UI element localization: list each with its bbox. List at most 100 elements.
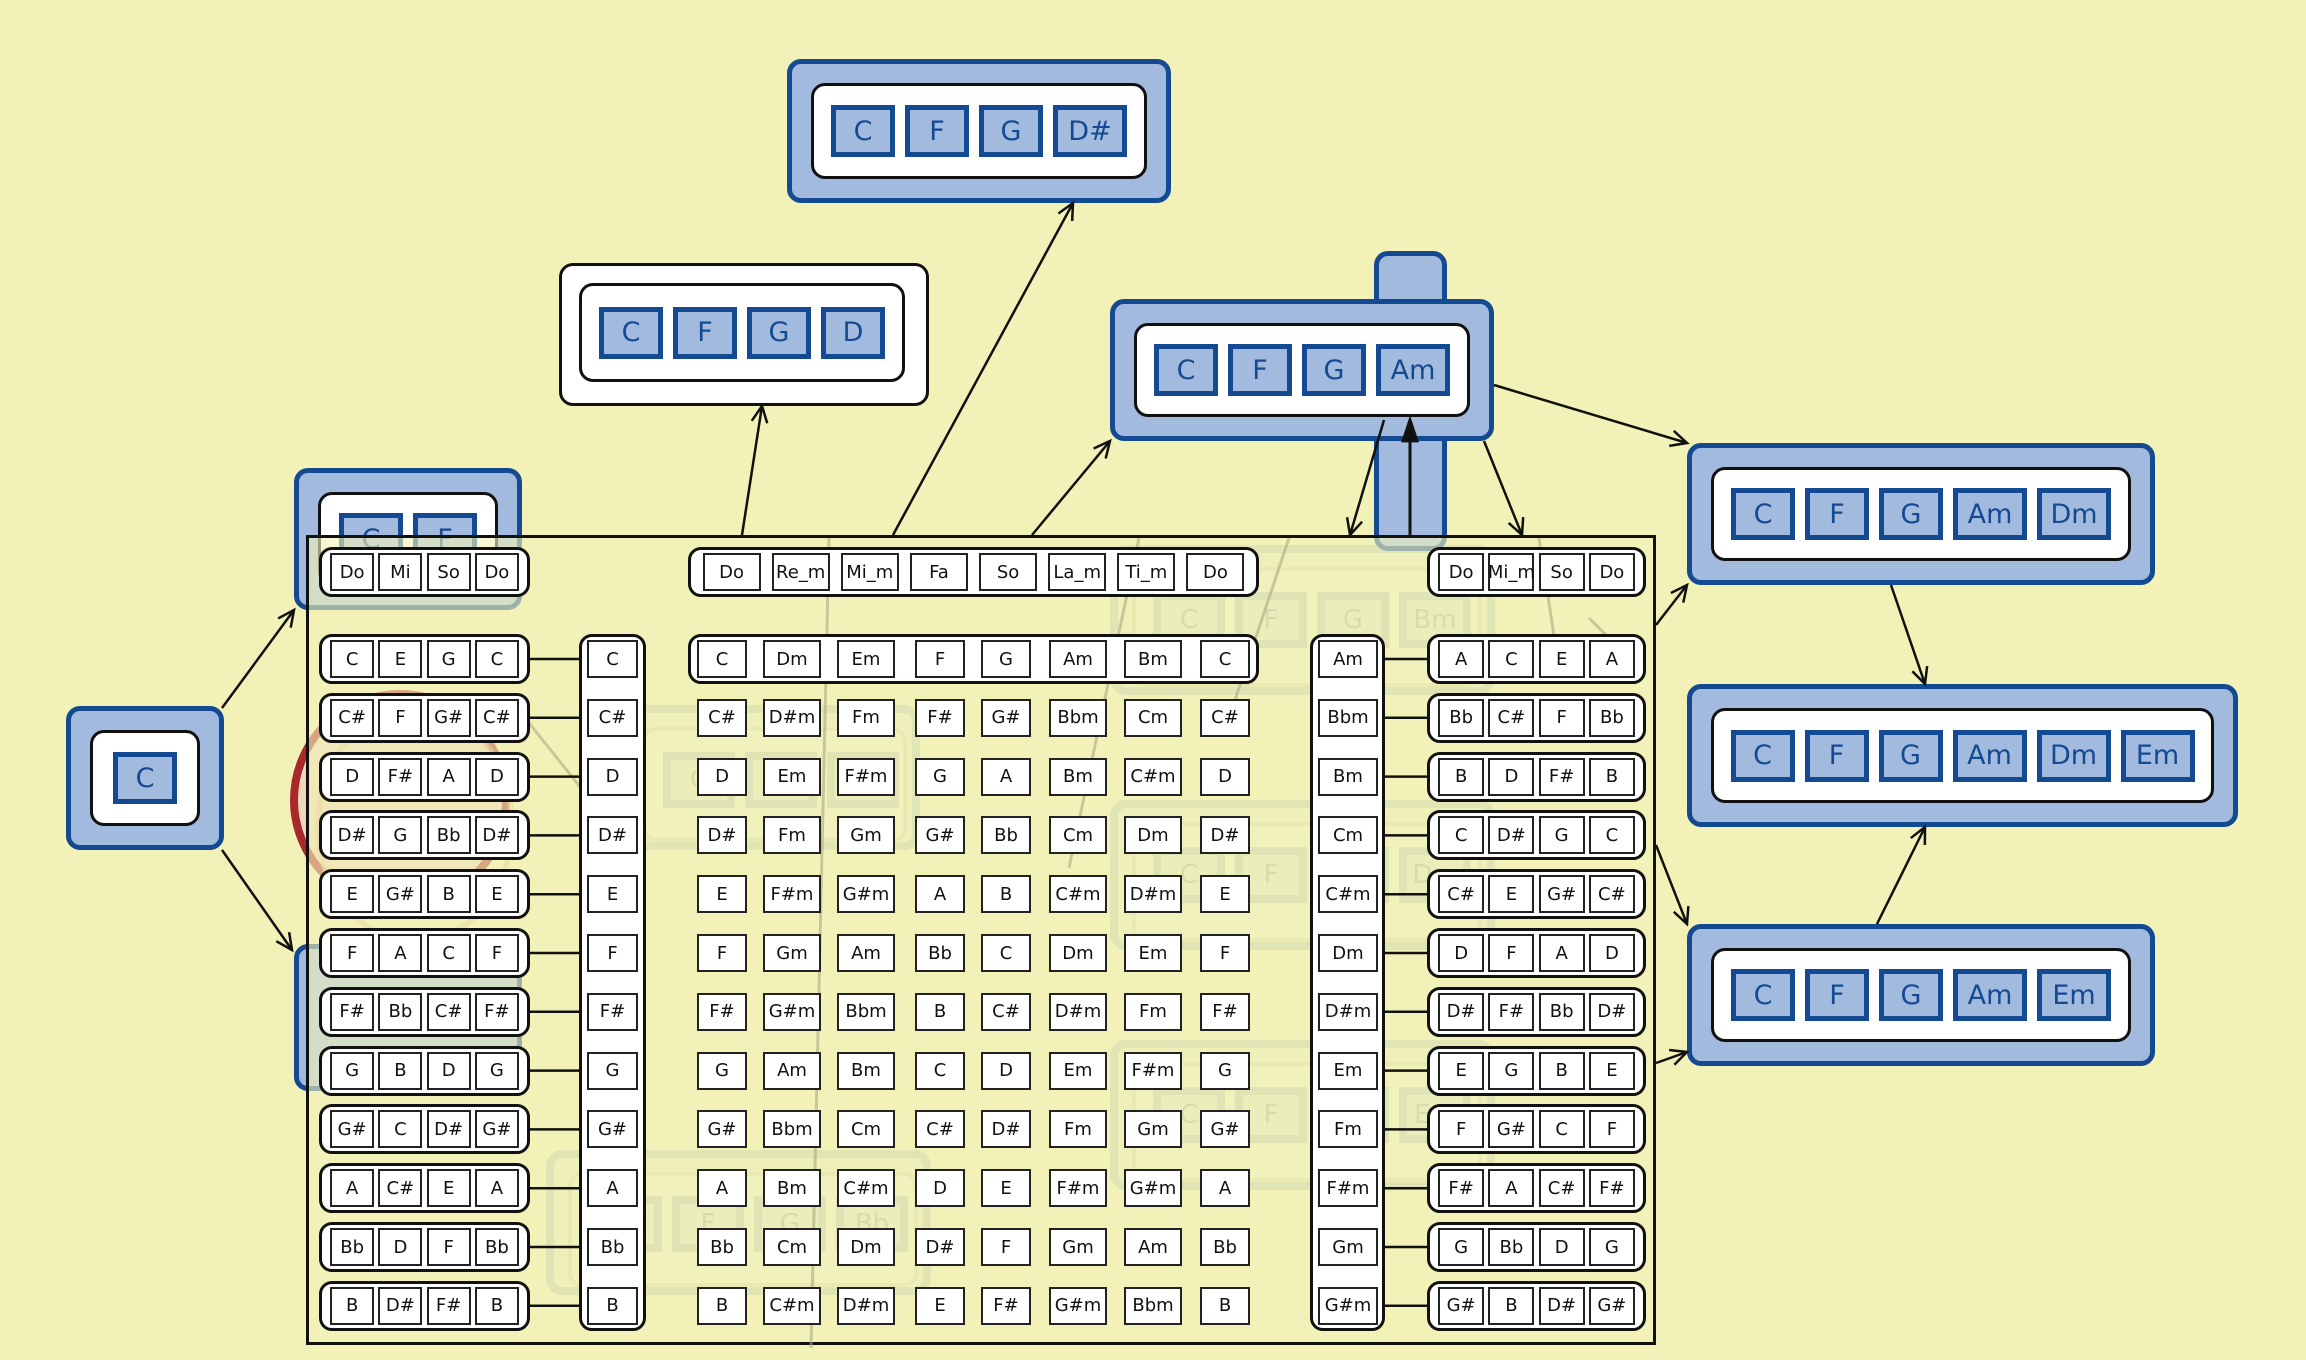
diatonic-chord-cell[interactable]: D xyxy=(915,1169,965,1208)
diatonic-chord-cell[interactable]: E xyxy=(1200,875,1250,914)
diatonic-chord-cell[interactable]: Em xyxy=(1124,934,1182,972)
note-cell[interactable]: A xyxy=(330,1169,375,1208)
note-cell[interactable]: Fa xyxy=(909,553,968,591)
diatonic-chord-cell[interactable]: Bbm xyxy=(763,1110,821,1149)
diatonic-chord-cell[interactable]: D xyxy=(981,1051,1031,1090)
chord-chip[interactable]: Em xyxy=(2037,969,2111,1021)
diatonic-chord-cell[interactable]: F# xyxy=(1200,992,1250,1031)
note-cell[interactable]: E xyxy=(426,1169,471,1208)
diatonic-chord-cell[interactable]: C xyxy=(915,1051,965,1090)
diatonic-chord-cell[interactable]: F# xyxy=(697,992,747,1031)
note-cell[interactable]: F# xyxy=(378,757,423,796)
major-root-cell[interactable]: C xyxy=(587,640,638,678)
diatonic-chord-cell[interactable]: Bbm xyxy=(1124,1286,1182,1325)
diatonic-chord-cell[interactable]: C# xyxy=(915,1110,965,1149)
diatonic-chord-cell[interactable]: G#m xyxy=(837,875,895,914)
diatonic-chord-cell[interactable]: D#m xyxy=(1049,992,1107,1031)
diatonic-chord-cell[interactable]: D xyxy=(1200,757,1250,796)
chord-chip[interactable]: G xyxy=(747,306,811,359)
note-cell[interactable]: C xyxy=(1438,816,1485,855)
note-cell[interactable]: B xyxy=(1438,757,1485,796)
note-cell[interactable]: F# xyxy=(1488,992,1535,1031)
diatonic-chord-cell[interactable]: Cm xyxy=(837,1110,895,1149)
diatonic-chord-cell[interactable]: Dm xyxy=(763,640,821,678)
note-cell[interactable]: Do xyxy=(474,553,519,591)
note-cell[interactable]: F xyxy=(426,1228,471,1266)
note-cell[interactable]: D# xyxy=(426,1110,471,1149)
diatonic-chord-cell[interactable]: Gm xyxy=(763,934,821,972)
major-root-cell[interactable]: E xyxy=(587,875,638,914)
diatonic-chord-cell[interactable]: F#m xyxy=(837,757,895,796)
diatonic-chord-cell[interactable]: Dm xyxy=(1124,816,1182,855)
note-cell[interactable]: B xyxy=(1488,1286,1535,1325)
note-cell[interactable]: B xyxy=(1588,757,1635,796)
diatonic-chord-cell[interactable]: Am xyxy=(1124,1228,1182,1266)
diatonic-chord-cell[interactable]: Em xyxy=(763,757,821,796)
note-cell[interactable]: F xyxy=(474,934,519,972)
note-cell[interactable]: D xyxy=(1538,1228,1585,1266)
note-cell[interactable]: F xyxy=(378,698,423,737)
major-root-cell[interactable]: B xyxy=(587,1286,638,1325)
note-cell[interactable]: G# xyxy=(330,1110,375,1149)
note-cell[interactable]: C xyxy=(1488,640,1535,678)
diatonic-chord-cell[interactable]: F xyxy=(697,934,747,972)
diatonic-chord-cell[interactable]: G# xyxy=(981,698,1031,737)
note-cell[interactable]: D# xyxy=(474,816,519,855)
note-cell[interactable]: F# xyxy=(426,1286,471,1325)
note-cell[interactable]: Bb xyxy=(1588,698,1635,737)
note-cell[interactable]: C xyxy=(1538,1110,1585,1149)
diatonic-chord-cell[interactable]: G xyxy=(1200,1051,1250,1090)
diatonic-chord-cell[interactable]: C# xyxy=(697,698,747,737)
note-cell[interactable]: So xyxy=(426,553,471,591)
diatonic-chord-cell[interactable]: C#m xyxy=(1124,757,1182,796)
diatonic-chord-cell[interactable]: D xyxy=(697,757,747,796)
diatonic-chord-cell[interactable]: Bb xyxy=(697,1228,747,1266)
progression-node-c[interactable]: C xyxy=(66,706,224,850)
minor-root-cell[interactable]: Gm xyxy=(1318,1228,1378,1266)
note-cell[interactable]: D xyxy=(474,757,519,796)
minor-root-cell[interactable]: Dm xyxy=(1318,934,1378,972)
note-cell[interactable]: Mi_m xyxy=(840,553,899,591)
diatonic-chord-cell[interactable]: G#m xyxy=(763,992,821,1031)
chord-chip[interactable]: D xyxy=(821,306,885,359)
note-cell[interactable]: G xyxy=(378,816,423,855)
diatonic-chord-cell[interactable]: F xyxy=(981,1228,1031,1266)
note-cell[interactable]: G# xyxy=(1538,875,1585,914)
note-cell[interactable]: Mi_m xyxy=(1488,553,1535,591)
diatonic-chord-cell[interactable]: D#m xyxy=(837,1286,895,1325)
note-cell[interactable]: G xyxy=(426,640,471,678)
note-cell[interactable]: E xyxy=(1588,1051,1635,1090)
diatonic-chord-cell[interactable]: D# xyxy=(697,816,747,855)
chord-chip[interactable]: C xyxy=(1731,969,1795,1021)
note-cell[interactable]: C xyxy=(1588,816,1635,855)
note-cell[interactable]: C xyxy=(426,934,471,972)
diatonic-chord-cell[interactable]: Dm xyxy=(837,1228,895,1266)
diatonic-chord-cell[interactable]: Bb xyxy=(1200,1228,1250,1266)
note-cell[interactable]: A xyxy=(1488,1169,1535,1208)
diatonic-chord-cell[interactable]: D#m xyxy=(1124,875,1182,914)
note-cell[interactable]: A xyxy=(1588,640,1635,678)
note-cell[interactable]: Bb xyxy=(1538,992,1585,1031)
note-cell[interactable]: D# xyxy=(1488,816,1535,855)
diatonic-chord-cell[interactable]: E xyxy=(981,1169,1031,1208)
diatonic-chord-cell[interactable]: D#m xyxy=(763,698,821,737)
diatonic-chord-cell[interactable]: C xyxy=(981,934,1031,972)
note-cell[interactable]: D xyxy=(1438,934,1485,972)
note-cell[interactable]: Bb xyxy=(1438,698,1485,737)
chord-chip[interactable]: Am xyxy=(1953,488,2027,540)
diatonic-chord-cell[interactable]: C xyxy=(1200,640,1250,678)
note-cell[interactable]: B xyxy=(378,1051,423,1090)
chord-chip[interactable]: C xyxy=(831,105,895,157)
major-root-cell[interactable]: F xyxy=(587,934,638,972)
note-cell[interactable]: Bb xyxy=(330,1228,375,1266)
diatonic-chord-cell[interactable]: A xyxy=(981,757,1031,796)
note-cell[interactable]: F# xyxy=(1538,757,1585,796)
diatonic-chord-cell[interactable]: G xyxy=(981,640,1031,678)
note-cell[interactable]: A xyxy=(474,1169,519,1208)
chord-chip[interactable]: G xyxy=(1878,729,1943,782)
note-cell[interactable]: A xyxy=(378,934,423,972)
diatonic-chord-cell[interactable]: Dm xyxy=(1049,934,1107,972)
diatonic-chord-cell[interactable]: F# xyxy=(915,698,965,737)
note-cell[interactable]: So xyxy=(1538,553,1585,591)
minor-root-cell[interactable]: Cm xyxy=(1318,816,1378,855)
